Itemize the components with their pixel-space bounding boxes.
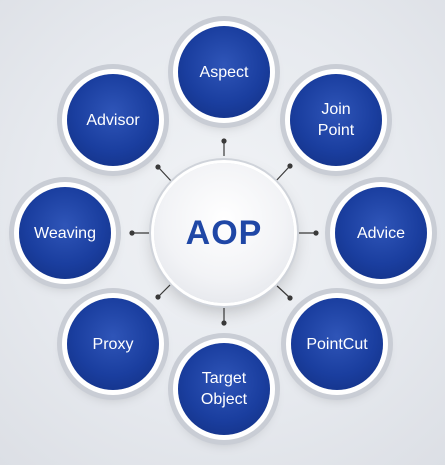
connector-advisor xyxy=(155,164,173,183)
node-advisor: Advisor xyxy=(67,74,159,166)
connector-weaving xyxy=(129,230,152,236)
connector-proxy xyxy=(155,282,173,300)
connector-target-object xyxy=(221,305,227,326)
center-label: AOP xyxy=(185,213,263,252)
node-proxy: Proxy xyxy=(67,298,159,390)
node-target-object: Target Object xyxy=(178,343,270,435)
node-label-pointcut: PointCut xyxy=(306,335,368,353)
center-circle: AOP xyxy=(154,163,294,303)
node-label-weaving: Weaving xyxy=(34,224,96,242)
node-join-point: Join Point xyxy=(290,74,382,166)
connector-aspect xyxy=(221,138,227,156)
node-label-aspect: Aspect xyxy=(199,63,249,81)
node-label-join-point: Join Point xyxy=(317,101,355,139)
connector-join-point xyxy=(274,163,293,183)
node-pointcut: PointCut xyxy=(291,298,383,390)
node-label-advice: Advice xyxy=(356,224,406,242)
connector-advice xyxy=(296,230,319,236)
node-label-advisor: Advisor xyxy=(86,111,140,129)
node-advice: Advice xyxy=(335,187,427,279)
node-label-proxy: Proxy xyxy=(92,335,134,353)
connector-pointcut xyxy=(274,283,293,301)
node-weaving: Weaving xyxy=(19,187,111,279)
node-aspect: Aspect xyxy=(178,26,270,118)
node-label-target-object: Target Object xyxy=(200,370,248,408)
